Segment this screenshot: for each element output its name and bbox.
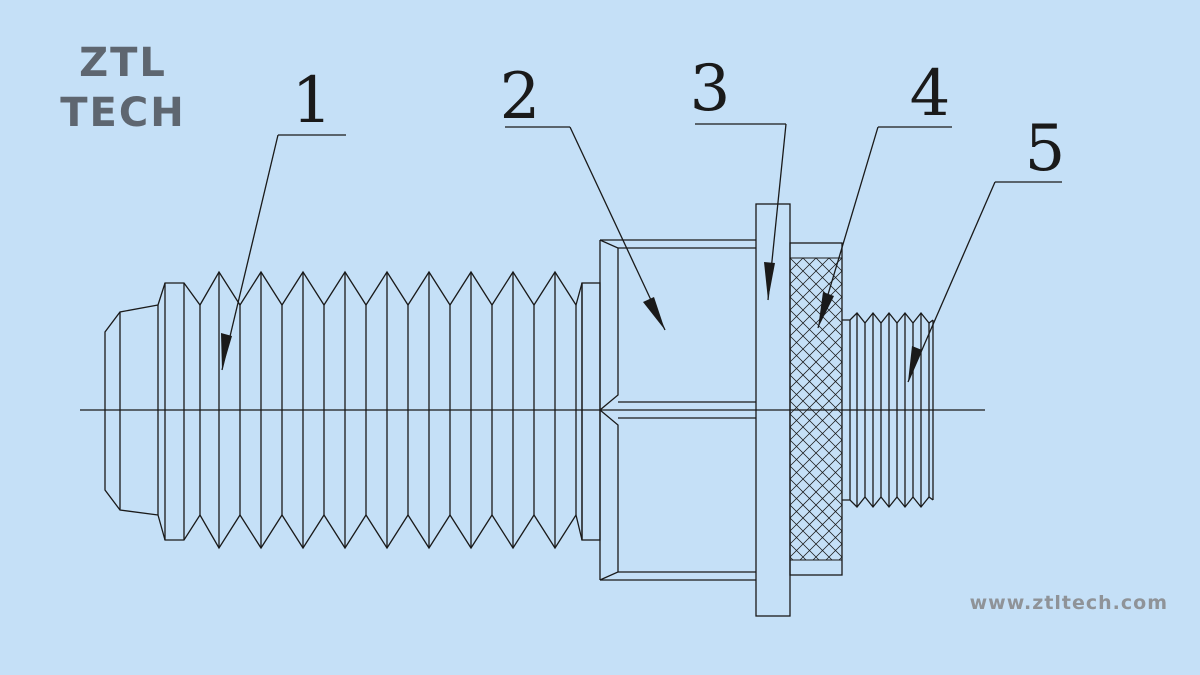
knurl-line [789, 387, 843, 441]
knurl-line [789, 517, 833, 561]
knurled-nut [789, 242, 843, 576]
knurl-line [789, 478, 843, 532]
knurl-line [789, 400, 843, 454]
knurl-line [789, 309, 843, 363]
knurl-line [789, 504, 843, 558]
knurl-line [789, 322, 843, 376]
knurl-line [789, 426, 843, 480]
knurl-line [789, 283, 843, 337]
callout-4: 4 [910, 57, 951, 131]
knurl-line [799, 517, 843, 561]
knurl-line [789, 348, 843, 402]
threaded-end [842, 311, 934, 509]
arrowheads [221, 262, 922, 382]
knurl-line [789, 270, 843, 324]
knurl-line [812, 530, 843, 561]
knurl-line [825, 543, 843, 561]
brand-logo: ZTL TECH [48, 38, 198, 138]
callout-5: 5 [1025, 112, 1066, 186]
callout-2: 2 [500, 60, 541, 134]
website-url: www.ztltech.com [969, 592, 1168, 614]
brand-line-1: ZTL [79, 40, 167, 86]
knurl-line [789, 257, 843, 311]
brand-line-2: TECH [60, 90, 186, 136]
knurl-pattern [789, 257, 843, 561]
knurl-line [789, 556, 794, 561]
collar [581, 282, 601, 541]
knurl-line [789, 413, 843, 467]
nose-cone [104, 304, 159, 516]
knurl-line [789, 530, 820, 561]
leader-lines [221, 123, 1062, 383]
knurl-line [789, 491, 843, 545]
drawing-lines [80, 123, 1062, 617]
knurl-line [789, 543, 807, 561]
knurl-line [789, 374, 843, 428]
knurl-line [789, 335, 843, 389]
knurl-line [789, 452, 843, 506]
knurl-line [789, 296, 843, 350]
hex-body [598, 239, 756, 581]
bellows [157, 270, 583, 550]
knurl-line [789, 439, 843, 493]
knurl-line [789, 361, 843, 415]
callout-3: 3 [690, 52, 731, 126]
callout-1: 1 [292, 64, 333, 138]
knurl-line [838, 556, 843, 561]
knurl-line [789, 465, 843, 519]
